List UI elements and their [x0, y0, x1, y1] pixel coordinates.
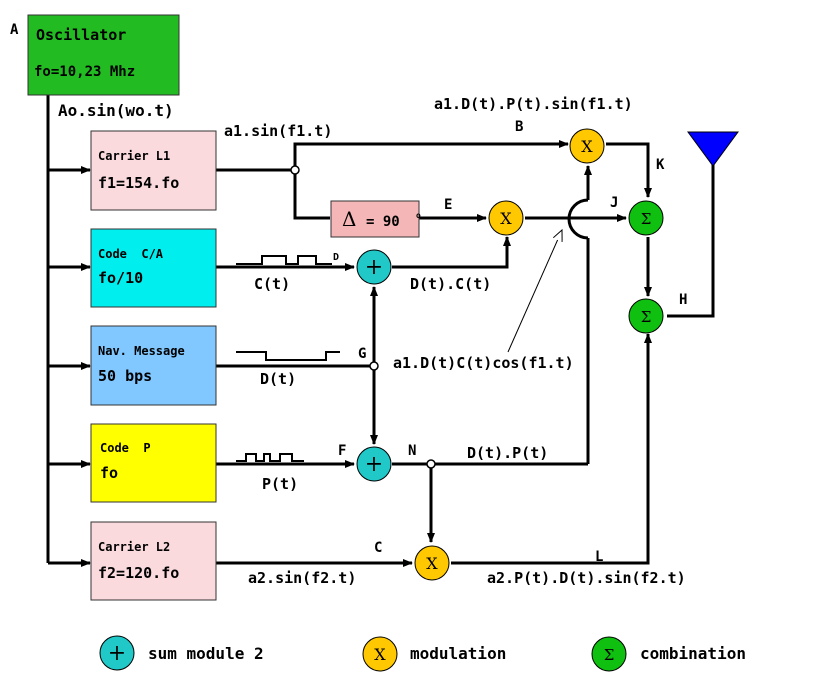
signal-cos-term: a1.D(t)C(t)cos(f1.t)	[393, 354, 574, 372]
point-label-k: K	[656, 157, 665, 173]
junction-n	[426, 459, 436, 469]
sum-symbol: +	[365, 452, 383, 477]
junction-l1	[290, 165, 300, 175]
point-label-l: L	[595, 549, 603, 565]
point-label-n: N	[408, 443, 416, 459]
legend-sum-label: sum module 2	[148, 644, 264, 663]
point-label-g: G	[358, 346, 366, 362]
signal-l2-carrier: a2.sin(f2.t)	[248, 569, 356, 587]
point-label-a: A	[10, 22, 19, 38]
mod-symbol: X	[500, 209, 512, 228]
legend: + sum module 2 X modulation Σ combinatio…	[99, 635, 746, 672]
signal-l1-carrier: a1.sin(f1.t)	[224, 122, 332, 140]
mod-symbol: X	[581, 137, 593, 156]
code-ca-block: Code C/A fo/10	[90, 228, 217, 308]
nav-message-block: Nav. Message 50 bps	[90, 325, 217, 406]
legend-mod-label: modulation	[410, 644, 506, 663]
legend-comb: Σ combination	[591, 636, 746, 672]
wire-l1-to-top-mod	[293, 140, 569, 170]
mod-node-top: X	[569, 128, 605, 164]
dt-waveform	[236, 351, 340, 361]
oscillator-title: Oscillator	[36, 26, 126, 44]
signal-dc: D(t).C(t)	[410, 275, 491, 293]
degree-mark: o	[416, 211, 421, 220]
wire-dc-to-mid-mod	[392, 236, 511, 269]
carrier-l2-title: Carrier L2	[98, 540, 170, 554]
comb-node-h: Σ	[628, 298, 664, 334]
wire-bottom-mod-to-comb	[451, 333, 652, 565]
comb-symbol: Σ	[641, 308, 652, 326]
point-label-h: H	[679, 292, 687, 308]
wire-l1-to-phase	[293, 170, 330, 220]
point-label-b: B	[515, 119, 523, 135]
ct-waveform	[236, 255, 332, 265]
mod-node-mid: X	[488, 200, 524, 236]
legend-comb-label: combination	[640, 644, 746, 663]
code-ca-rate: fo/10	[98, 269, 143, 287]
phase-shift-value: = 90	[366, 214, 400, 230]
comb-symbol: Σ	[641, 210, 652, 228]
signal-pt: P(t)	[262, 475, 298, 493]
carrier-l1-block: Carrier L1 f1=154.fo	[90, 130, 217, 211]
point-label-j: J	[610, 195, 618, 211]
sum-node-p: +	[356, 446, 392, 482]
code-p-title: Code P	[100, 441, 151, 455]
code-p-block: Code P fo	[90, 423, 217, 503]
nav-message-title: Nav. Message	[98, 344, 185, 358]
antenna-icon	[687, 131, 739, 167]
phase-shift-block: Δ = 90 o	[330, 200, 421, 238]
legend-sum: + sum module 2	[99, 635, 264, 671]
legend-mod-symbol: X	[374, 645, 386, 664]
legend-mod: X modulation	[362, 636, 506, 672]
signal-bottom-term: a2.P(t).D(t).sin(f2.t)	[487, 569, 686, 587]
sum-symbol: +	[365, 255, 383, 280]
comb-node-j: Σ	[628, 200, 664, 236]
signal-top-term: a1.D(t).P(t).sin(f1.t)	[434, 95, 633, 113]
nav-message-rate: 50 bps	[98, 367, 152, 385]
cos-term-pointer	[507, 230, 562, 353]
sum-node-ca: +	[356, 249, 392, 285]
mod-symbol: X	[426, 554, 438, 573]
wire-top-mod-to-k	[606, 142, 652, 198]
signal-dp: D(t).P(t)	[467, 444, 548, 462]
signal-ct: C(t)	[254, 275, 290, 293]
signal-oscillator-output: Ao.sin(wo.t)	[58, 101, 174, 120]
mod-node-bottom: X	[414, 545, 450, 581]
point-label-e: E	[444, 197, 452, 213]
carrier-l2-frequency: f2=120.fo	[98, 564, 179, 582]
legend-comb-symbol: Σ	[604, 646, 615, 664]
legend-sum-symbol: +	[108, 641, 126, 666]
point-label-d: D	[333, 252, 339, 263]
code-ca-title: Code C/A	[98, 247, 164, 261]
delta-symbol: Δ	[342, 207, 356, 231]
point-label-c: C	[374, 540, 382, 556]
carrier-l1-title: Carrier L1	[98, 149, 170, 163]
oscillator-frequency: fo=10,23 Mhz	[34, 64, 135, 80]
code-p-rate: fo	[100, 464, 118, 482]
carrier-l2-block: Carrier L2 f2=120.fo	[90, 521, 217, 601]
pt-waveform	[236, 453, 304, 462]
wire-h-to-antenna	[667, 165, 715, 318]
signal-dt: D(t)	[260, 370, 296, 388]
oscillator-block: Oscillator fo=10,23 Mhz	[27, 14, 180, 96]
carrier-l1-frequency: f1=154.fo	[98, 174, 179, 192]
junction-g	[369, 361, 379, 371]
point-label-f: F	[338, 443, 346, 459]
